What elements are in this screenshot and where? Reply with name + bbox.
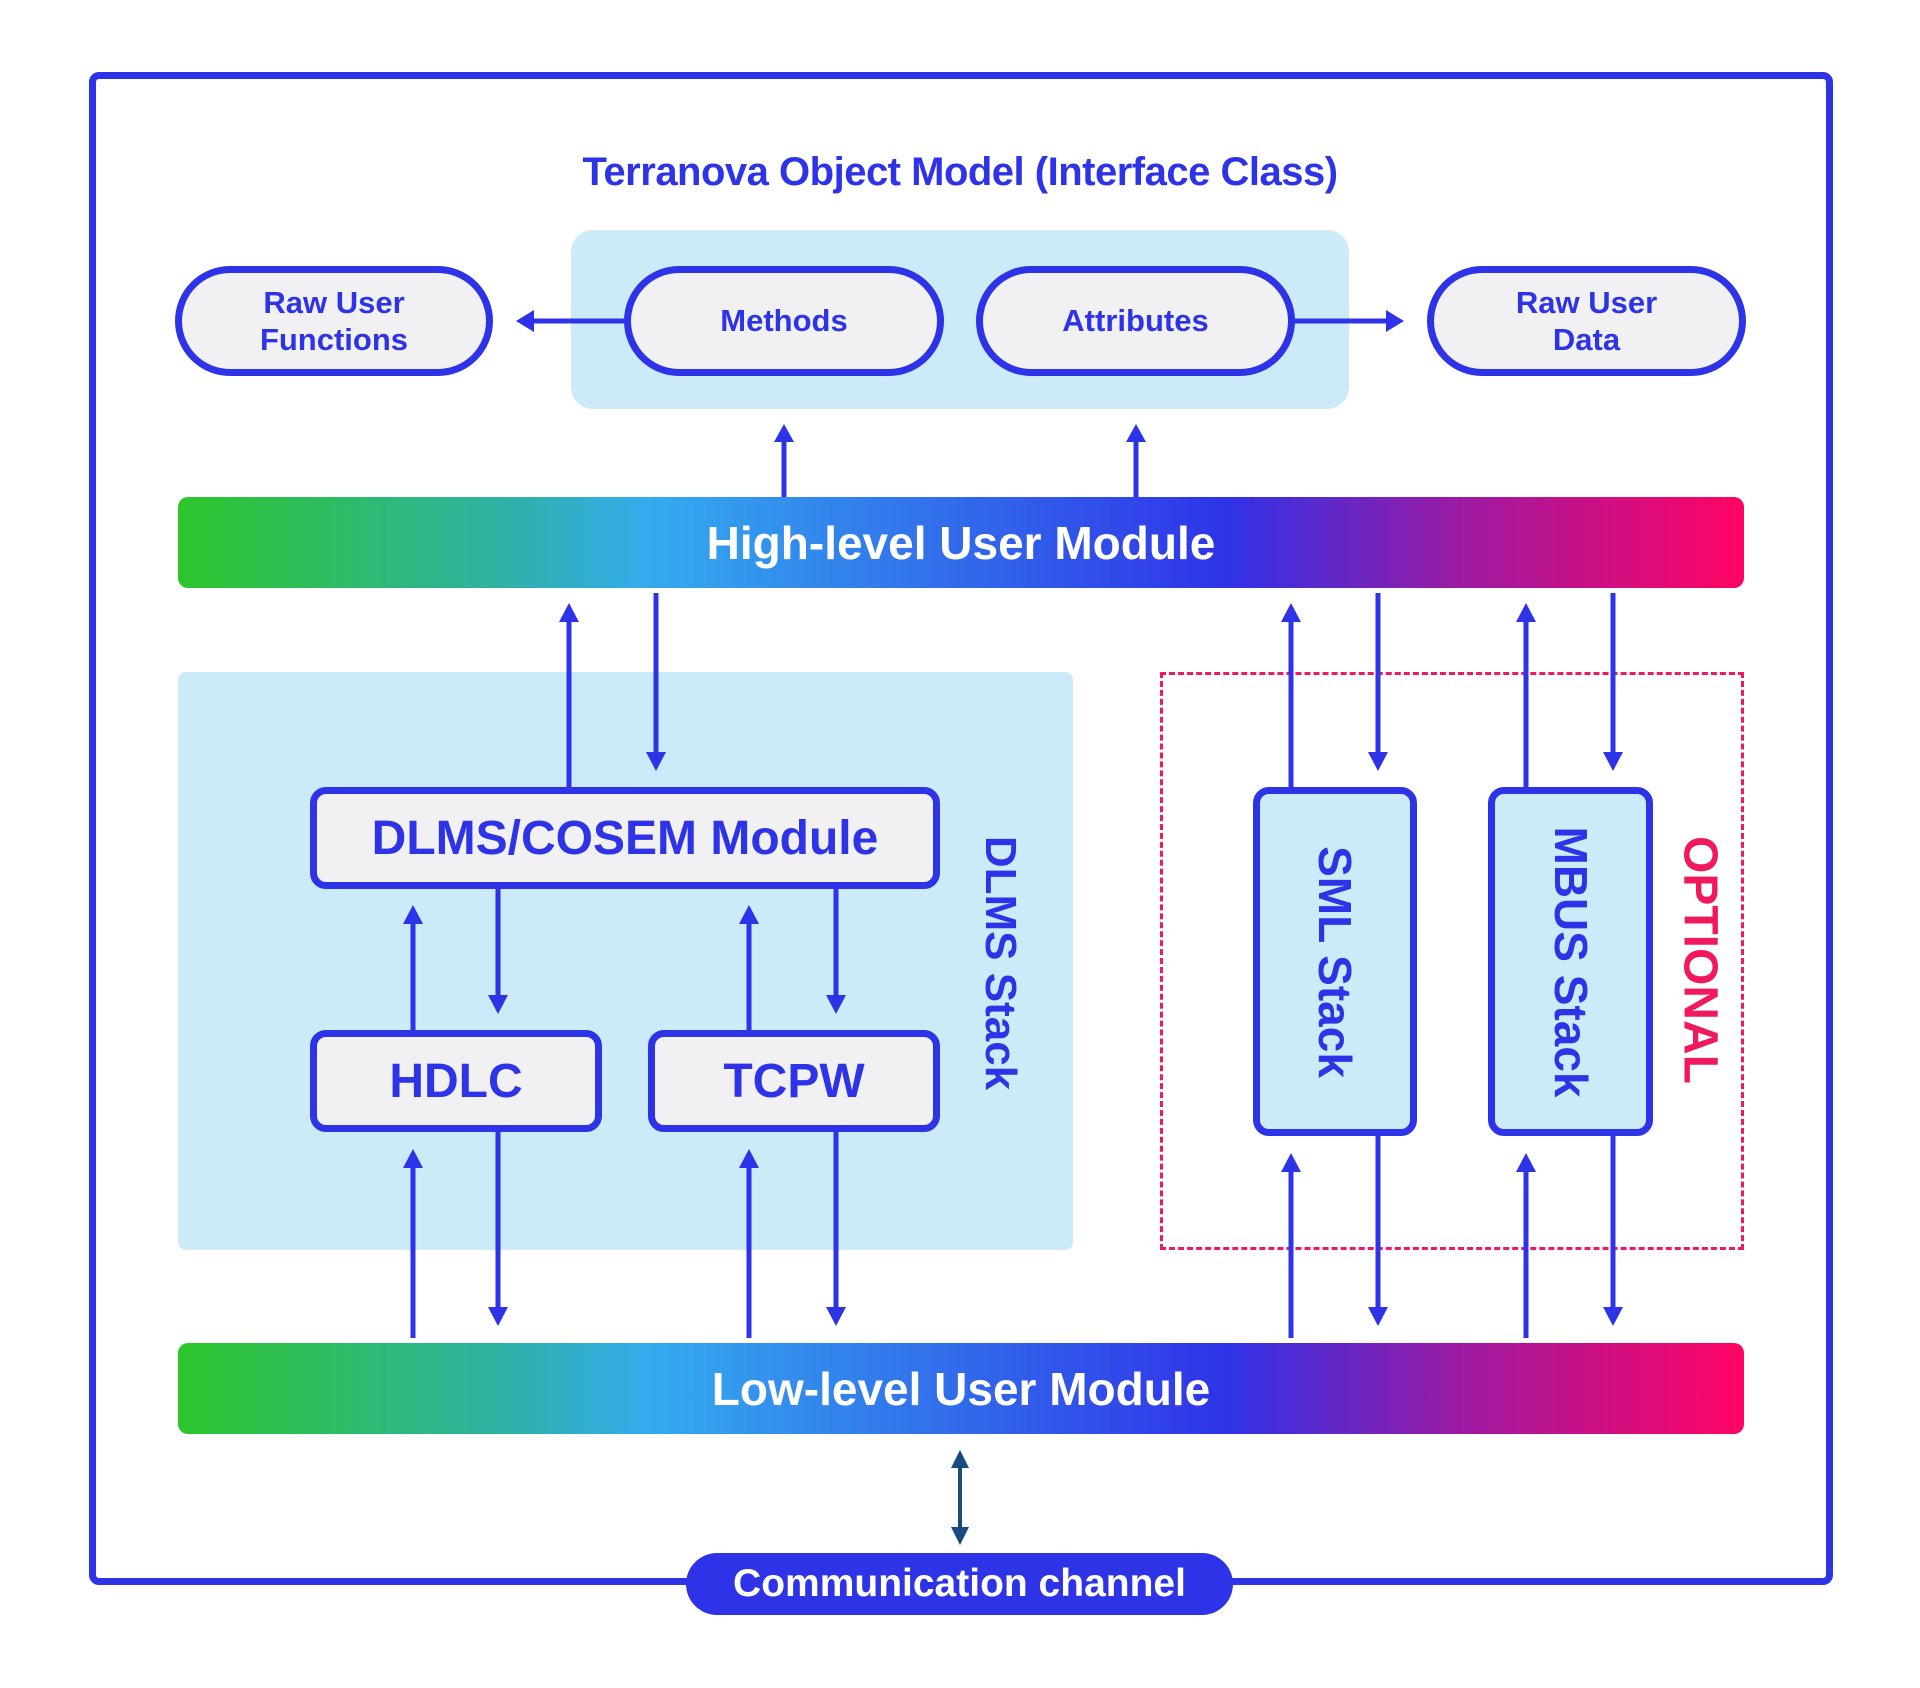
high-level-user-module-bar: High-level User Module [178, 497, 1744, 588]
raw-user-functions-node: Raw User Functions [175, 266, 493, 376]
low-level-user-module-label: Low-level User Module [711, 1362, 1211, 1415]
optional-region [1160, 672, 1744, 1250]
hdlc-label: HDLC [389, 1054, 523, 1108]
arrowhead-up-icon [951, 1450, 969, 1468]
dlms-cosem-module-box: DLMS/COSEM Module [310, 787, 940, 889]
mbus-stack-box: MBUS Stack [1488, 787, 1653, 1136]
dlms-cosem-module-label: DLMS/COSEM Module [371, 811, 879, 865]
arrowhead-down-icon [951, 1527, 969, 1545]
communication-channel-label: Communication channel [733, 1562, 1186, 1605]
sml-stack-box: SML Stack [1253, 787, 1417, 1136]
diagram-title: Terranova Object Model (Interface Class) [582, 150, 1338, 194]
hdlc-box: HDLC [310, 1030, 602, 1132]
raw-user-data-label: Raw User Data [1515, 284, 1658, 357]
raw-user-functions-label: Raw User Functions [259, 284, 409, 357]
methods-node: Methods [624, 266, 944, 376]
tcpw-label: TCPW [723, 1054, 865, 1108]
low-level-user-module-bar: Low-level User Module [178, 1343, 1744, 1434]
attributes-label: Attributes [1062, 303, 1209, 339]
high-level-user-module-label: High-level User Module [706, 516, 1216, 569]
dlms-stack-panel [178, 672, 1073, 1250]
arrowhead-left-icon [516, 310, 534, 332]
methods-label: Methods [720, 303, 848, 339]
tcpw-box: TCPW [648, 1030, 940, 1132]
raw-user-data-node: Raw User Data [1427, 266, 1746, 376]
communication-channel-node: Communication channel [686, 1553, 1233, 1615]
attributes-node: Attributes [976, 266, 1295, 376]
arrowhead-right-icon [1386, 310, 1404, 332]
